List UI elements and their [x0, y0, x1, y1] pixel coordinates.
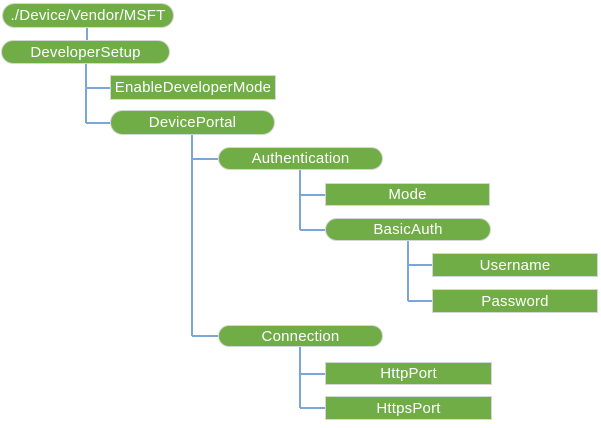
tree-node-connection: Connection	[218, 325, 383, 347]
tree-node-developer-setup: DeveloperSetup	[1, 40, 170, 64]
tree-node-basic-auth: BasicAuth	[325, 218, 491, 241]
tree-node-device-vendor-msft: ./Device/Vendor/MSFT	[2, 3, 174, 28]
tree-node-mode: Mode	[325, 183, 490, 206]
tree-node-username: Username	[432, 253, 598, 277]
tree-node-http-port: HttpPort	[325, 362, 492, 385]
tree-node-password: Password	[432, 289, 598, 313]
tree-node-device-portal: DevicePortal	[110, 110, 275, 135]
tree-node-enable-developer-mode: EnableDeveloperMode	[110, 75, 276, 100]
tree-node-authentication: Authentication	[218, 147, 383, 170]
tree-node-https-port: HttpsPort	[325, 396, 492, 420]
